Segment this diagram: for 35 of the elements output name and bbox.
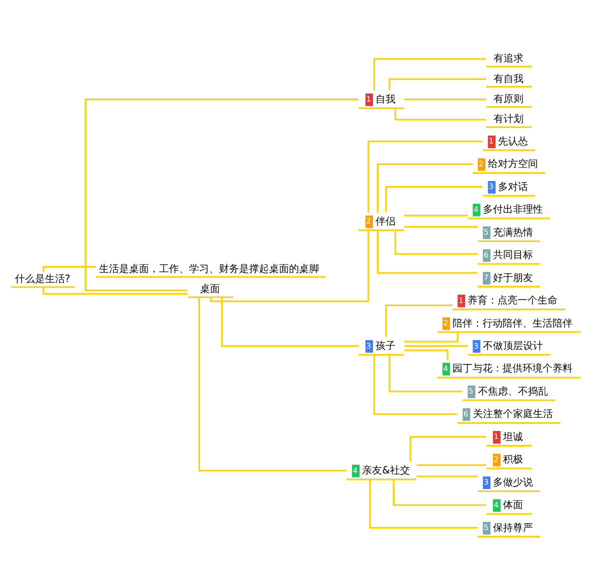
node-text: 生活是桌面，工作、学习、财务是撑起桌面的桌脚 [99, 264, 320, 275]
node-text: 有自我 [493, 74, 524, 85]
connector [404, 226, 478, 228]
node-text: 什么是生活? [14, 274, 70, 286]
connector [410, 436, 486, 462]
connector [416, 464, 486, 466]
node-text: 有原则 [493, 94, 524, 105]
connector [404, 332, 458, 342]
connector [221, 297, 359, 347]
connector [388, 78, 486, 90]
connector [373, 58, 486, 90]
connector [385, 304, 453, 337]
node-text: 有追求 [493, 54, 524, 65]
connector [385, 186, 483, 212]
connector [404, 350, 448, 360]
connector [84, 98, 358, 292]
connector [416, 476, 478, 478]
node-text: 有计划 [493, 114, 524, 126]
connector [404, 214, 468, 216]
node-text: 桌面 [200, 284, 220, 296]
connector [376, 163, 473, 212]
connector [392, 480, 486, 506]
connector [404, 98, 486, 100]
connector [373, 354, 458, 415]
connector [394, 230, 478, 255]
connector [198, 297, 346, 472]
connector [210, 230, 370, 302]
connector [369, 480, 478, 529]
connector [368, 140, 483, 213]
connector [42, 287, 188, 295]
connector [394, 108, 486, 120]
connector [42, 266, 96, 272]
connector [404, 345, 468, 347]
connector [388, 354, 462, 392]
connector [376, 230, 478, 274]
